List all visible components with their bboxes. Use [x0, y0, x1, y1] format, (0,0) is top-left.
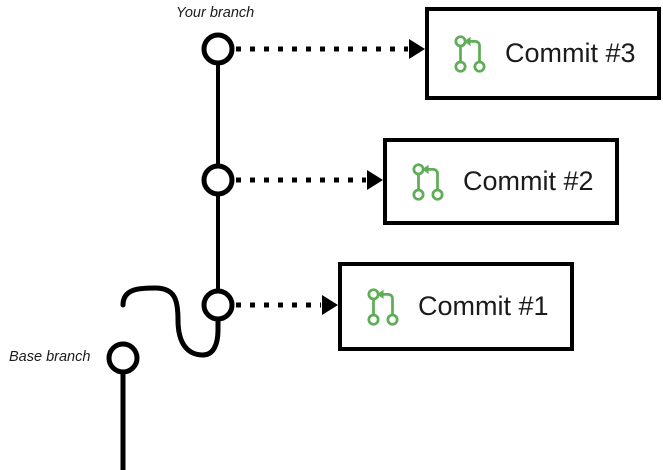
- commit-node-3[interactable]: [201, 32, 235, 66]
- commit-3-box[interactable]: Commit #3: [425, 7, 661, 100]
- commit-node-2[interactable]: [201, 163, 235, 197]
- commit-1-label: Commit #1: [418, 291, 549, 321]
- git-pull-request-icon: [367, 287, 399, 326]
- commit-2-label: Commit #2: [463, 166, 594, 196]
- arrowhead-icon-3: [409, 39, 425, 59]
- arrowhead-icon-1: [322, 295, 338, 315]
- base-branch-node[interactable]: [106, 341, 140, 375]
- git-pull-request-icon: [412, 162, 444, 201]
- base-branch-caption: Base branch: [9, 349, 91, 365]
- commit-1-box[interactable]: Commit #1: [338, 262, 574, 351]
- commit-2-box[interactable]: Commit #2: [383, 138, 619, 225]
- commit-node-1[interactable]: [201, 288, 235, 322]
- arrowhead-icon-2: [367, 170, 383, 190]
- commit-3-label: Commit #3: [505, 38, 636, 68]
- git-pull-request-icon: [454, 34, 486, 73]
- your-branch-caption: Your branch: [176, 5, 255, 21]
- branch-merge-curve: [120, 285, 221, 358]
